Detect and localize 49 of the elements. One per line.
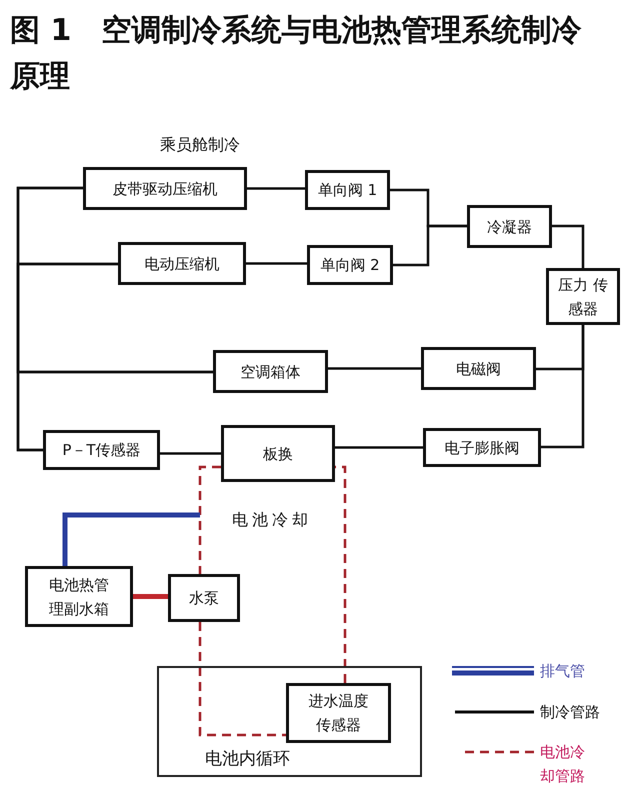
component-box (43, 430, 160, 470)
pipe-line (246, 262, 307, 265)
component-box (168, 574, 240, 622)
legend-label: 排气管 (540, 661, 586, 682)
component-label: 电池内循环 (205, 748, 290, 771)
pipe-line (393, 224, 467, 266)
pipe-line (552, 224, 584, 268)
dashed-pipe-line (198, 622, 286, 736)
component-label: 电动压缩机 (144, 254, 220, 274)
component-box (118, 242, 246, 285)
thick-pipe-line (62, 512, 200, 566)
annotation-text: 电池冷却 (232, 510, 312, 531)
legend-label: 电池冷却管路 (540, 742, 586, 787)
component-label: 空调箱体 (240, 362, 300, 382)
thick-pipe-line (133, 594, 168, 599)
component-label: 电磁阀 (456, 358, 501, 380)
figure-title: 图 1 空调制冷系统与电池热管理系统制冷原理 (10, 12, 582, 96)
component-label: 冷凝器 (487, 216, 532, 238)
component-box (421, 347, 536, 390)
component-box (423, 428, 541, 467)
component-label: 单向阀 1 (318, 180, 378, 201)
component-label: 压力 传感器 (557, 274, 609, 320)
component-box (213, 350, 328, 393)
pipe-line (328, 367, 421, 370)
component-box (467, 205, 552, 248)
legend-label: 制冷管路 (540, 702, 601, 723)
pipe-line (541, 325, 584, 448)
pipe-line (247, 187, 305, 190)
component-label: 板换 (263, 444, 293, 464)
pipe-line (160, 452, 221, 455)
component-box (286, 683, 391, 743)
component-box (305, 170, 390, 210)
annotation-text: 乘员舱制冷 (160, 135, 240, 156)
component-label: 电池热管理副水箱 (48, 574, 110, 620)
group-box (157, 666, 422, 777)
component-label: 单向阀 2 (320, 255, 380, 276)
pipe-line (335, 446, 423, 449)
component-label: 水泵 (189, 588, 219, 609)
component-label: P－T传感器 (62, 440, 141, 461)
component-box (546, 268, 620, 325)
component-label: 进水温度传感器 (308, 691, 370, 736)
dashed-pipe-line (198, 466, 221, 574)
component-box (221, 425, 335, 482)
component-box (83, 167, 247, 210)
component-label: 电子膨胀阀 (444, 438, 520, 458)
component-label: 皮带驱动压缩机 (112, 178, 218, 200)
component-box (307, 245, 393, 285)
pipe-line (16, 262, 118, 452)
component-box (25, 566, 133, 627)
